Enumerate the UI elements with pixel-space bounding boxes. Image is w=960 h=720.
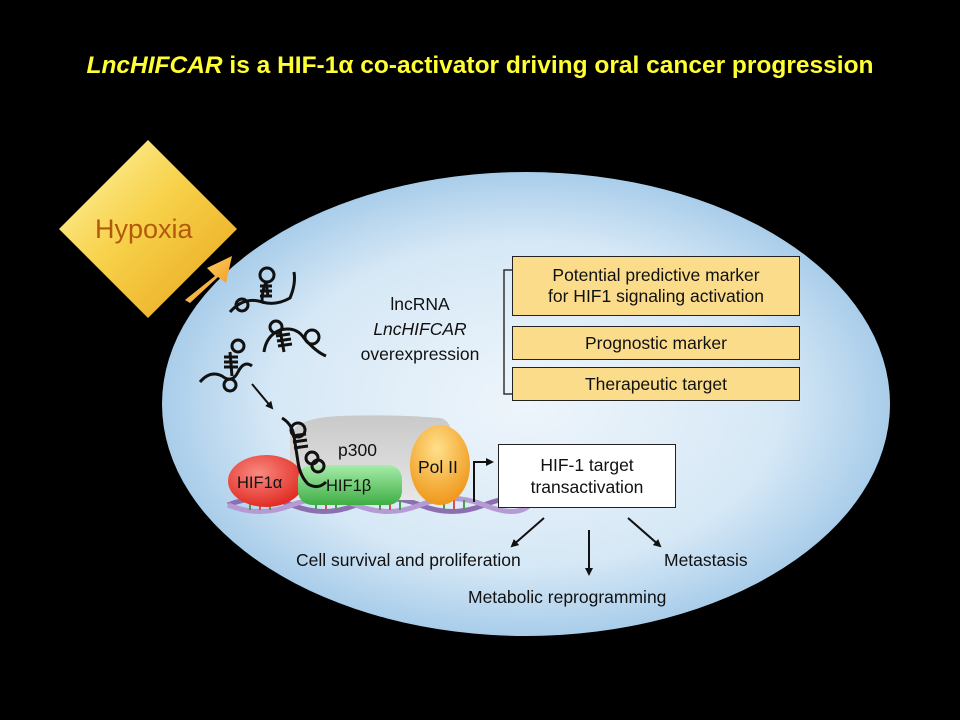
pol2-protein <box>410 425 470 505</box>
lncrna-molecule-2 <box>262 319 327 358</box>
lncrna-bound <box>281 416 328 489</box>
lncrna-to-complex-arrow <box>251 383 274 410</box>
arrow-survival <box>510 517 545 548</box>
lncrna-label-line2: LncHIFCAR <box>373 319 467 339</box>
outcome-metabolic: Metabolic reprogramming <box>468 587 667 607</box>
hif1a-protein <box>228 455 304 507</box>
therapeutic-target-box: Therapeutic target <box>512 367 800 401</box>
lncrna-label: lncRNA LncHIFCAR overexpression <box>330 292 510 367</box>
cell-ellipse <box>162 172 890 636</box>
predictive-marker-box: Potential predictive marker for HIF1 sig… <box>512 256 800 316</box>
title-text: is a HIF-1α co-activator driving oral ca… <box>222 52 874 79</box>
lncrna-molecule-1 <box>228 266 296 314</box>
prognostic-marker-box: Prognostic marker <box>512 326 800 360</box>
arrow-metastasis <box>627 517 662 548</box>
hypoxia-label: Hypoxia <box>95 214 193 244</box>
outcome-metastasis: Metastasis <box>664 550 748 570</box>
hypoxia-arrow <box>185 256 232 303</box>
lncrna-label-line3: overexpression <box>360 344 480 364</box>
transcription-start-arrow <box>473 458 494 502</box>
target-line2: transactivation <box>530 477 644 497</box>
title-lncrna-name: LncHIFCAR <box>86 52 223 79</box>
slide-title: LncHIFCAR is a HIF-1α co-activator drivi… <box>0 52 960 80</box>
predictive-marker-line1: Potential predictive marker <box>552 265 760 285</box>
p300-label: p300 <box>338 440 377 460</box>
outcome-survival: Cell survival and proliferation <box>296 550 521 570</box>
lncrna-molecule-3 <box>198 338 253 393</box>
hif1b-protein <box>298 465 402 505</box>
lncrna-label-line1: lncRNA <box>390 294 450 314</box>
target-line1: HIF-1 target <box>540 455 634 475</box>
predictive-marker-line2: for HIF1 signaling activation <box>548 286 764 306</box>
target-transactivation-box: HIF-1 target transactivation <box>498 444 676 508</box>
pol2-label: Pol II <box>418 457 458 477</box>
hif1a-label: HIF1α <box>237 474 283 492</box>
hif1b-label: HIF1β <box>326 477 372 495</box>
bracket <box>503 269 512 395</box>
hypoxia-diamond <box>59 140 237 318</box>
